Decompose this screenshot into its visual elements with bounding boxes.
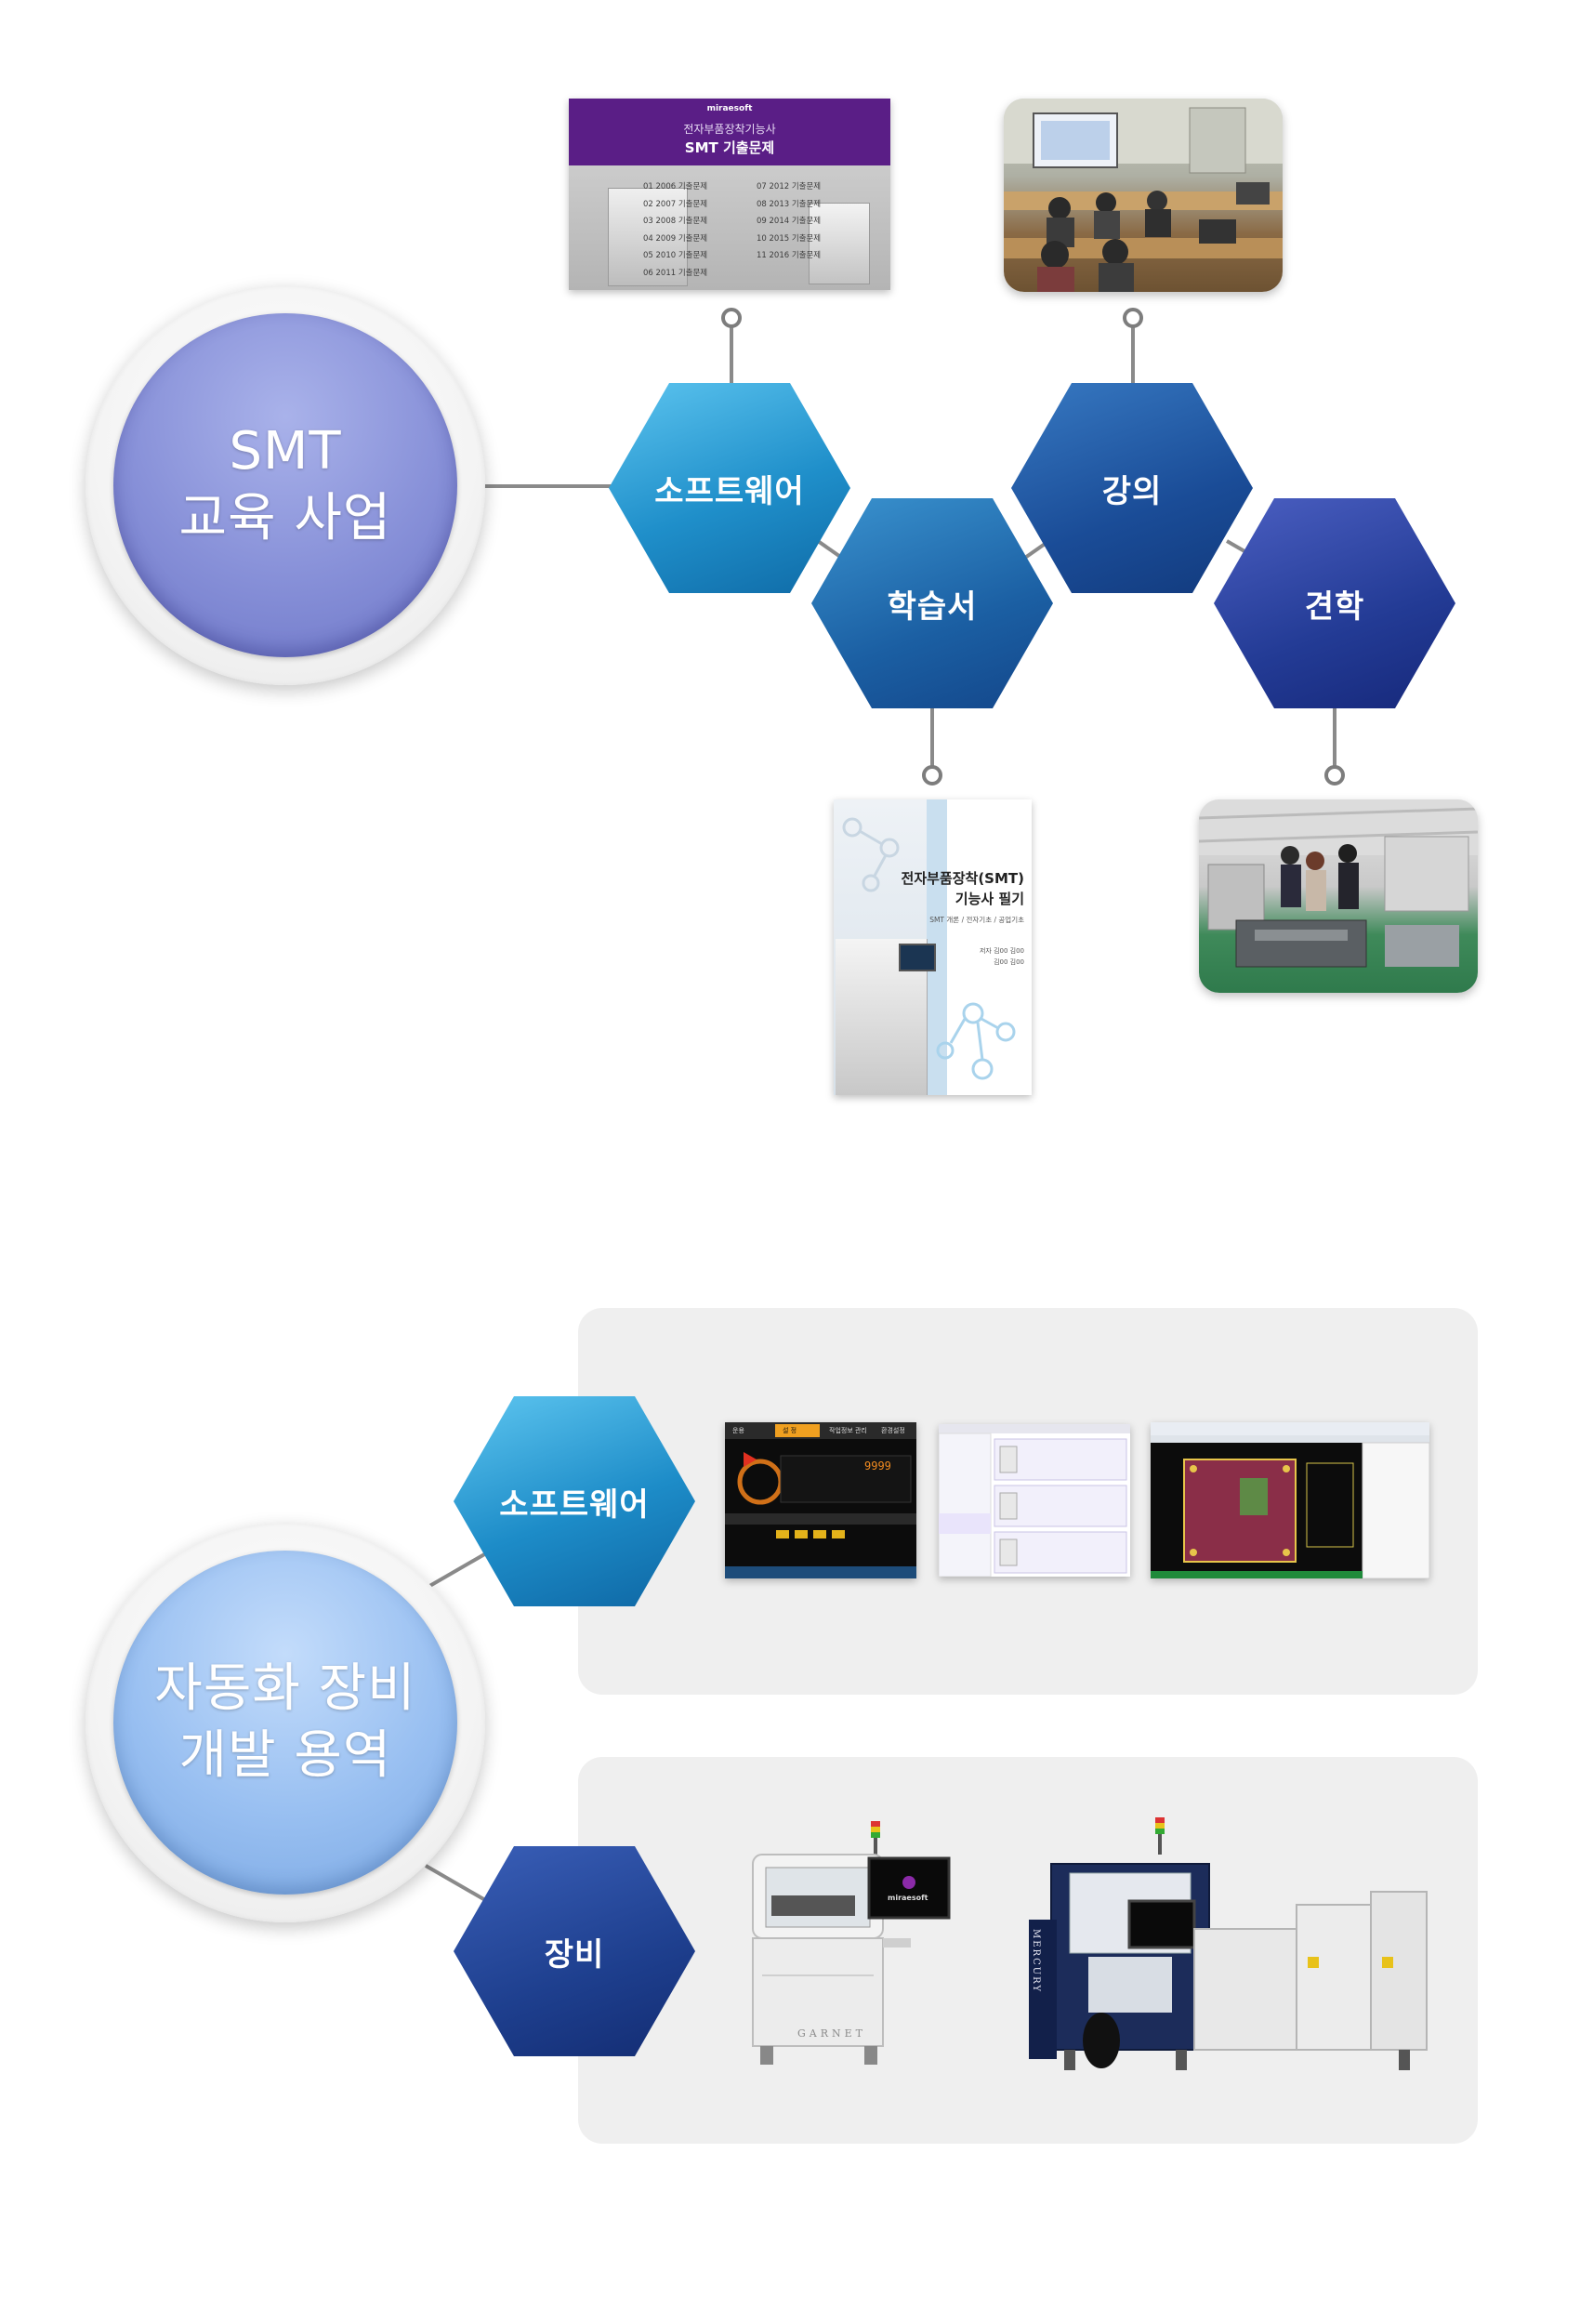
node-software-dev-label: 소프트웨어: [499, 1486, 650, 1524]
connector-dot: [721, 308, 742, 328]
book-cover-image: 전자부품장착(SMT) 기능사 필기 SMT 개론 / 전자기초 / 공업기초 …: [834, 799, 1032, 1095]
connector-dot: [1123, 308, 1143, 328]
book-cover-strip-accent: [927, 799, 947, 1095]
exam-card-header: [569, 99, 890, 165]
tour-photo: [1199, 799, 1478, 993]
node-lecture-label: 강의: [1101, 472, 1163, 510]
exam-card-brand: miraesoft: [706, 104, 753, 113]
exam-item: 11 2016 기출문제: [757, 251, 822, 260]
exam-card-list-left: 01 2006 기출문제 02 2007 기출문제 03 2008 기출문제 0…: [643, 178, 755, 282]
sw-pcb-art: [1151, 1422, 1429, 1578]
machine-garnet: miraesoft GARNET: [734, 1817, 967, 2078]
connector-stem: [1333, 706, 1336, 772]
exam-item: 02 2007 기출문제: [643, 199, 708, 209]
connector-stem: [930, 706, 934, 772]
node-software: 소프트웨어: [609, 383, 850, 593]
sw-screenshot-list: [939, 1424, 1130, 1577]
education-title-line1: SMT: [229, 421, 342, 482]
automation-title-line1: 자동화 장비: [154, 1658, 416, 1719]
garnet-brand: miraesoft: [888, 1894, 928, 1902]
lecture-photo: [1004, 99, 1283, 292]
node-tour-label: 견학: [1304, 588, 1365, 626]
exam-card-machine: [608, 188, 688, 286]
connector-stem: [730, 321, 733, 386]
exam-item: 07 2012 기출문제: [757, 182, 822, 191]
exam-item: 08 2013 기출문제: [757, 199, 822, 209]
exam-item: 10 2015 기출문제: [757, 233, 822, 244]
book-molecule-art: [842, 817, 1016, 1080]
exam-item: 04 2009 기출문제: [643, 233, 708, 244]
exam-item: 03 2008 기출문제: [643, 217, 708, 226]
book-subtitle: SMT 개론 / 전자기초 / 공업기초: [929, 916, 1024, 924]
sw-tab: 운용: [732, 1427, 744, 1434]
node-lecture: 강의: [1011, 383, 1253, 593]
book-title-line2: 기능사 필기: [955, 891, 1024, 907]
connector-line: [483, 484, 623, 488]
mercury-label: MERCURY: [1031, 1929, 1041, 1993]
sw-tab: 작업정보 관리: [829, 1427, 867, 1434]
book-authors-line1: 저자 김00 김00: [979, 947, 1024, 955]
node-workbook-label: 학습서: [887, 588, 978, 626]
node-equipment-label: 장비: [544, 1935, 605, 1974]
education-title-line2: 교육 사업: [178, 488, 392, 548]
machine-garnet-art: [752, 1821, 951, 2065]
sw-counter-value: 9999: [864, 1459, 891, 1472]
exam-card-machine: [809, 203, 870, 284]
machine-mercury-art: [1029, 1817, 1428, 2070]
sw-list-art: [939, 1424, 1130, 1577]
sw-operation-art: [725, 1422, 916, 1578]
exam-item: 06 2011 기출문제: [643, 268, 708, 278]
sw-screenshot-operation: 운용 설 정 작업정보 관리 환경설정 9999: [725, 1422, 916, 1578]
sw-screenshot-pcb: [1151, 1422, 1429, 1578]
book-title-line1: 전자부품장착(SMT): [901, 870, 1024, 887]
node-workbook: 학습서: [811, 498, 1053, 708]
connector-stem: [1131, 321, 1135, 386]
lecture-photo-illustration: [1004, 99, 1283, 292]
machine-mercury: MERCURY: [1008, 1817, 1436, 2087]
exam-card-image: miraesoft 전자부품장착기능사 SMT 기출문제 01 2006 기출문…: [569, 99, 890, 290]
connector-dot: [1324, 765, 1345, 786]
automation-circle: 자동화 장비 개발 용역: [113, 1551, 457, 1895]
exam-card-list-right: 07 2012 기출문제 08 2013 기출문제 09 2014 기출문제 1…: [757, 178, 868, 265]
tour-photo-illustration: [1199, 799, 1478, 968]
exam-card-title: SMT 기출문제: [684, 139, 775, 156]
sw-tab: 설 정: [783, 1427, 797, 1434]
automation-title-line2: 개발 용역: [178, 1725, 392, 1786]
exam-card-subtitle: 전자부품장착기능사: [683, 123, 776, 136]
connector-dot: [922, 765, 942, 786]
exam-item: 09 2014 기출문제: [757, 217, 822, 226]
node-tour: 견학: [1214, 498, 1455, 708]
book-authors-line2: 김00 김00: [994, 958, 1024, 966]
node-software-label: 소프트웨어: [654, 472, 805, 510]
education-circle: SMT 교육 사업: [113, 313, 457, 657]
exam-item: 01 2006 기출문제: [643, 182, 708, 191]
exam-item: 05 2010 기출문제: [643, 251, 708, 260]
sw-tab: 환경설정: [881, 1427, 905, 1434]
book-machine-screen: [899, 944, 936, 971]
garnet-label: GARNET: [797, 2027, 867, 2040]
